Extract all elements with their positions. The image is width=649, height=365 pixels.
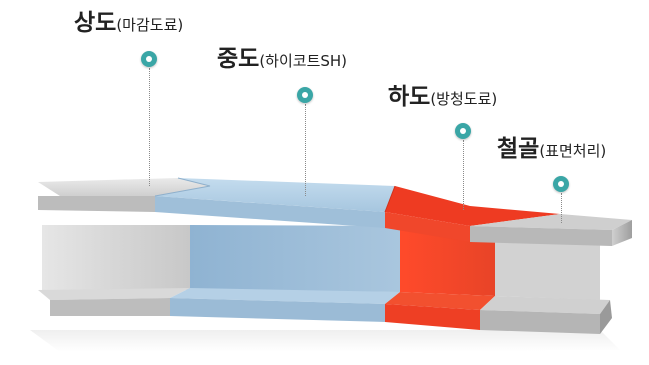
marker-bottom-icon (455, 123, 471, 139)
bottom-flange-surface-grey (38, 288, 190, 300)
label-primer-main: 하도 (388, 84, 431, 110)
web-left-grey (42, 225, 190, 290)
top-flange-front-red (385, 212, 470, 242)
web-red (400, 226, 495, 296)
bottom-flange-surface-right (480, 296, 610, 314)
label-steel: 철골(표면처리) (497, 138, 606, 161)
web-blue (190, 225, 400, 292)
label-top-main: 상도 (74, 10, 117, 36)
bottom-flange-end (600, 300, 612, 334)
label-middle-coat: 중도(하이코트SH) (217, 48, 347, 71)
top-flange-front-grey (38, 196, 155, 212)
leader-line-steel (561, 193, 562, 223)
top-flange-surface-blue (155, 178, 395, 212)
bottom-flange-front-grey (50, 298, 170, 316)
seam-top-red (384, 185, 396, 213)
label-middle-main: 중도 (217, 46, 260, 72)
label-top-coat: 상도(마감도료) (74, 12, 183, 35)
bottom-flange-surface-blue (170, 288, 400, 304)
top-flange-end (612, 220, 632, 246)
leader-line-bottom (463, 140, 464, 210)
bottom-flange-front-blue (170, 298, 385, 322)
seam-top-blue (154, 177, 211, 197)
leader-line-top (149, 68, 150, 186)
marker-steel-icon (553, 176, 569, 192)
label-steel-sub: (표면처리) (539, 142, 607, 160)
label-top-sub: (마감도료) (116, 16, 184, 34)
label-steel-main: 철골 (497, 136, 540, 162)
top-flange-surface-red (385, 186, 560, 226)
label-primer-sub: (방청도료) (430, 90, 498, 108)
top-flange-surface-right (470, 214, 632, 230)
label-primer-coat: 하도(방청도료) (388, 86, 497, 109)
marker-top-icon (141, 51, 157, 67)
floor-shadow (30, 330, 620, 352)
top-flange-surface-grey (38, 178, 210, 196)
label-middle-sub: (하이코트SH) (259, 52, 348, 70)
web-right-grey (495, 228, 600, 300)
leader-line-middle (305, 104, 306, 196)
bottom-flange-surface-red (385, 292, 495, 310)
marker-middle-icon (297, 87, 313, 103)
top-flange-front-right (470, 226, 612, 246)
top-flange-front-blue (155, 196, 385, 228)
bottom-flange-front-right (480, 310, 600, 334)
bottom-flange-front-red (385, 304, 480, 330)
